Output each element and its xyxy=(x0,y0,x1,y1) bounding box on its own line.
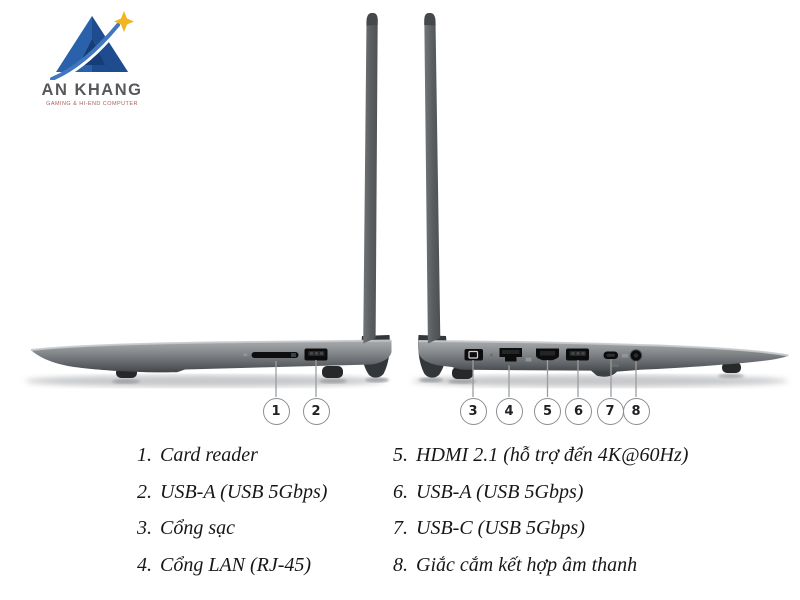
lid xyxy=(424,13,441,344)
usb-a-port xyxy=(304,348,328,361)
laptop-right-side-view xyxy=(30,13,392,378)
callout-4: 4 xyxy=(495,397,523,425)
legend-right-column: 5.HDMI 2.1 (hỗ trợ đến 4K@60Hz) 6.USB-A … xyxy=(393,444,688,590)
rubber-foot xyxy=(322,366,343,378)
laptop-side-views xyxy=(25,13,789,397)
legend-item-3: 3.Cổng sạc xyxy=(137,517,235,539)
rubber-foot xyxy=(722,362,741,373)
legend-item-7: 7.USB-C (USB 5Gbps) xyxy=(393,517,585,539)
ground-shadow xyxy=(25,373,788,387)
usb-c-port xyxy=(603,351,628,367)
callout-5: 5 xyxy=(534,397,561,425)
hdmi-port xyxy=(536,348,559,361)
callout-6: 6 xyxy=(565,397,592,425)
legend-item-6: 6.USB-A (USB 5Gbps) xyxy=(393,480,584,503)
usb-a-port xyxy=(566,348,589,361)
base-chassis xyxy=(31,340,392,373)
logo-brand-text: AN KHANG xyxy=(41,81,143,99)
legend-item-8: 8.Giắc cắm kết hợp âm thanh xyxy=(393,553,638,576)
laptop-left-side-view xyxy=(418,13,789,379)
lid xyxy=(363,13,378,344)
callout-lines xyxy=(275,359,637,397)
callout-8: 8 xyxy=(622,397,650,425)
audio-jack-port xyxy=(629,349,643,362)
legend-item-2: 2.USB-A (USB 5Gbps) xyxy=(137,480,328,503)
logo-tagline-text: GAMING & HI-END COMPUTER xyxy=(46,101,138,107)
legend-item-5: 5.HDMI 2.1 (hỗ trợ đến 4K@60Hz) xyxy=(393,444,689,466)
brand-logo: AN KHANG GAMING & HI-END COMPUTER xyxy=(36,10,148,107)
legend-item-4: 4.Cổng LAN (RJ-45) xyxy=(137,553,312,576)
callout-1: 1 xyxy=(262,397,290,425)
callout-2: 2 xyxy=(302,397,330,425)
logo-mark-icon xyxy=(50,11,134,80)
logo-star-icon xyxy=(114,11,134,32)
rubber-foot xyxy=(452,367,473,379)
status-led xyxy=(490,353,493,357)
power-port xyxy=(464,349,483,361)
callout-7: 7 xyxy=(596,397,624,425)
legend-left-column: 1.Card reader 2.USB-A (USB 5Gbps) 3.Cổng… xyxy=(137,444,327,590)
lan-port xyxy=(499,348,532,362)
legend-item-1: 1.Card reader xyxy=(137,444,258,466)
card-reader-slot xyxy=(243,352,299,358)
callout-3: 3 xyxy=(459,397,487,425)
